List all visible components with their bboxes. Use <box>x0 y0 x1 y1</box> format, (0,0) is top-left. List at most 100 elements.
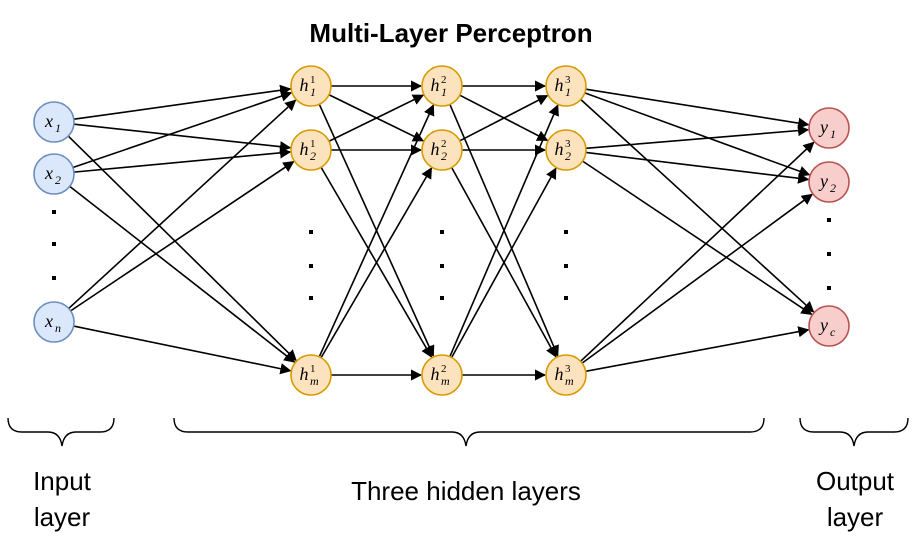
ellipsis-dot-0-0 <box>52 210 56 214</box>
edge-input-2-to-hidden1-0 <box>68 99 297 310</box>
input-layer-caption-line2: layer <box>34 502 91 532</box>
node-label-subscript: c <box>830 325 836 339</box>
node-label-superscript: 2 <box>441 138 447 150</box>
ellipsis-dot-1-1 <box>309 264 313 268</box>
node-label-subscript: 2 <box>830 181 836 195</box>
node-circle <box>421 129 463 171</box>
node-label-subscript: 2 <box>441 149 447 163</box>
node-label-base: h <box>555 75 564 95</box>
edge-hidden3-1-to-output-2 <box>582 160 813 315</box>
node-label-base: y <box>818 171 828 191</box>
edge-hidden1-2-to-hidden2-1 <box>320 167 433 359</box>
edge-input-0-to-hidden1-1 <box>73 123 292 153</box>
node-label-subscript: m <box>565 374 574 388</box>
ellipsis-dot-4-2 <box>827 286 831 290</box>
edge-hidden3-1-to-output-0 <box>585 125 810 150</box>
edge-hidden3-0-to-output-2 <box>580 98 815 313</box>
edge-hidden3-2-to-output-1 <box>581 193 813 364</box>
node-circle <box>33 101 75 143</box>
node-circle <box>421 354 463 396</box>
node-circle <box>290 65 332 107</box>
node-circle <box>808 107 850 149</box>
input-layer-caption-line1: Input <box>33 466 92 496</box>
ellipsis-dot-2-2 <box>440 296 444 300</box>
edge-input-1-to-hidden1-1 <box>73 147 292 173</box>
node-label-subscript: m <box>310 374 319 388</box>
node-label-superscript: 1 <box>310 363 316 375</box>
node-label-superscript: 3 <box>565 74 571 86</box>
edge-hidden3-2-to-output-0 <box>580 141 815 362</box>
edge-hidden3-2-to-output-2 <box>585 326 810 373</box>
ellipsis-dot-1-0 <box>309 230 313 234</box>
ellipsis-dot-2-1 <box>440 264 444 268</box>
node-label-superscript: 3 <box>565 363 571 375</box>
node-circle <box>290 354 332 396</box>
node-label-base: h <box>431 75 440 95</box>
node-circle <box>545 129 587 171</box>
node-label-base: h <box>431 364 440 384</box>
node-label-subscript: 2 <box>565 149 571 163</box>
node-label-base: x <box>44 311 53 331</box>
edge-hidden3-0-to-output-0 <box>585 88 810 129</box>
node-label-superscript: 2 <box>441 74 447 86</box>
node-label-subscript: 1 <box>310 85 316 99</box>
node-label-base: h <box>431 139 440 159</box>
edge-input-0-to-hidden1-0 <box>73 84 292 121</box>
ellipsis-dot-1-2 <box>309 296 313 300</box>
node-label-subscript: 1 <box>55 121 61 135</box>
node-label-subscript: n <box>55 321 61 335</box>
hidden-layers-brace <box>173 417 765 447</box>
edge-input-1-to-hidden1-2 <box>69 185 296 363</box>
ellipsis-dot-2-0 <box>440 230 444 234</box>
node-circle <box>421 65 463 107</box>
node-label-subscript: m <box>441 374 450 388</box>
node-circle <box>808 305 850 347</box>
node-label-base: x <box>44 163 53 183</box>
output-layer-caption-line2: layer <box>827 502 884 532</box>
edge-input-0-to-hidden1-2 <box>67 135 297 362</box>
node-circle <box>808 161 850 203</box>
node-circle <box>33 301 75 343</box>
edges <box>67 80 815 381</box>
node-circle <box>33 153 75 195</box>
output-layer-caption-line1: Output <box>816 466 895 496</box>
edge-hidden3-0-to-output-1 <box>584 92 811 177</box>
edge-hidden1-2-to-hidden2-0 <box>318 104 435 358</box>
output-layer-brace <box>799 417 909 447</box>
ellipsis-dot-3-2 <box>564 296 568 300</box>
ellipsis-dots <box>52 210 831 300</box>
node-label-base: h <box>300 75 309 95</box>
node-label-base: x <box>44 111 53 131</box>
ellipsis-dot-4-1 <box>827 252 831 256</box>
diagram-title: Multi-Layer Perceptron <box>309 18 592 48</box>
edge-hidden2-2-to-hidden3-0 <box>449 104 559 357</box>
ellipsis-dot-0-2 <box>52 276 56 280</box>
edge-hidden2-1-to-hidden3-0 <box>459 94 549 142</box>
node-label-base: h <box>300 139 309 159</box>
node-label-subscript: 2 <box>55 173 61 187</box>
node-label-base: y <box>818 315 828 335</box>
node-label-superscript: 2 <box>441 363 447 375</box>
edge-input-2-to-hidden1-2 <box>73 325 292 375</box>
edge-input-1-to-hidden1-0 <box>72 90 293 169</box>
node-label-base: h <box>300 364 309 384</box>
node-label-subscript: 2 <box>310 149 316 163</box>
node-circle <box>290 129 332 171</box>
edge-hidden2-2-to-hidden3-1 <box>450 167 557 358</box>
node-label-superscript: 1 <box>310 74 316 86</box>
edge-input-2-to-hidden1-1 <box>70 161 295 312</box>
node-label-base: h <box>555 364 564 384</box>
ellipsis-dot-4-0 <box>827 218 831 222</box>
node-label-base: y <box>818 117 828 137</box>
